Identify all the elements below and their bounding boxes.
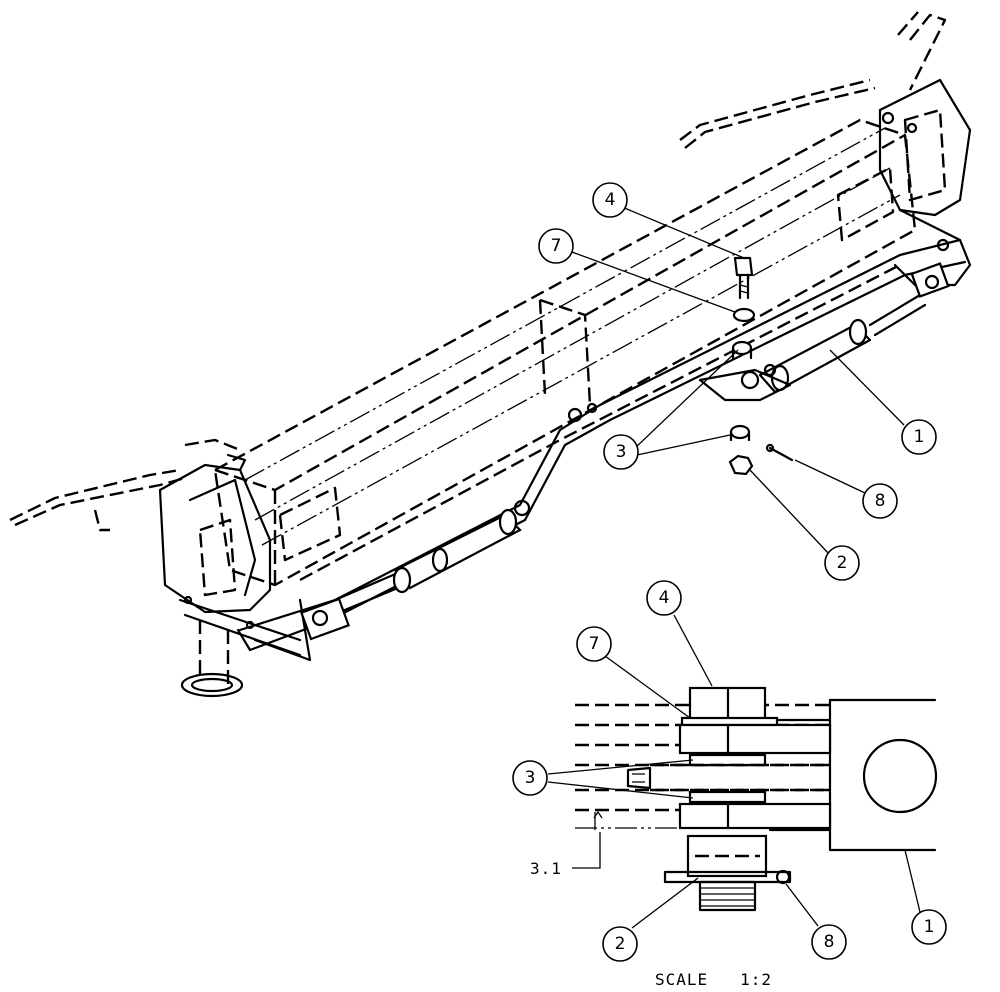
bolt-4 xyxy=(733,256,754,300)
callout-7-detail: 7 xyxy=(576,626,612,662)
detail-upper-plate xyxy=(678,723,832,755)
boom-box-outline xyxy=(213,118,917,587)
detail-cotter-pin xyxy=(663,869,792,885)
spacer-3-lower xyxy=(729,424,751,442)
left-end-bracket xyxy=(158,463,302,657)
callout-2-detail: 2 xyxy=(602,926,638,962)
pivot-bracket xyxy=(567,363,792,423)
callout-1-detail: 1 xyxy=(911,909,947,945)
right-arm xyxy=(679,11,947,149)
svg-text:4: 4 xyxy=(605,190,616,210)
left-arm xyxy=(9,438,247,532)
detail-bolt-threads xyxy=(698,880,757,912)
svg-text:3.1: 3.1 xyxy=(530,859,562,878)
hardware-stack xyxy=(728,256,794,476)
callout-4-detail: 4 xyxy=(646,580,682,616)
left-post xyxy=(180,620,244,698)
svg-text:8: 8 xyxy=(875,491,886,511)
washer-7 xyxy=(732,307,756,323)
cotter-pin-8 xyxy=(765,443,794,462)
nut-2 xyxy=(728,454,754,476)
svg-text:7: 7 xyxy=(589,634,600,654)
detail-view: 3.1 4 7 3 2 8 1 xyxy=(512,580,947,989)
dimension-3-1: 3.1 xyxy=(530,832,601,878)
detail-lower-spacer xyxy=(688,790,767,804)
detail-upper-spacer xyxy=(688,753,767,767)
callout-3-detail: 3 xyxy=(512,760,548,796)
svg-text:4: 4 xyxy=(659,588,670,608)
right-end-bracket xyxy=(878,78,972,287)
svg-text:7: 7 xyxy=(551,236,562,256)
detail-lower-plate xyxy=(678,802,832,830)
callout-8-detail: 8 xyxy=(811,924,847,960)
svg-text:3: 3 xyxy=(616,442,627,462)
callout-8-main: 8 xyxy=(862,483,898,519)
callout-3-main: 3 xyxy=(603,434,639,470)
svg-text:1: 1 xyxy=(914,427,925,447)
main-callouts: 4 7 3 1 8 2 xyxy=(538,182,937,581)
callout-1-main: 1 xyxy=(901,419,937,455)
callout-2-main: 2 xyxy=(824,545,860,581)
callout-4-main: 4 xyxy=(592,182,628,218)
detail-rod-eye xyxy=(626,763,830,792)
detail-nut xyxy=(686,834,768,878)
scale-label: SCALE 1:2 xyxy=(655,970,772,989)
hydraulic-cylinder-front xyxy=(300,499,531,641)
boom-frame-assembly xyxy=(9,11,972,698)
svg-text:3: 3 xyxy=(525,768,536,788)
hydraulic-cylinder-rear xyxy=(758,262,950,394)
svg-text:2: 2 xyxy=(615,934,626,954)
svg-text:8: 8 xyxy=(824,932,835,952)
callout-7-main: 7 xyxy=(538,228,574,264)
svg-text:1: 1 xyxy=(924,917,935,937)
svg-text:2: 2 xyxy=(837,553,848,573)
detail-bolt-head xyxy=(688,686,767,722)
